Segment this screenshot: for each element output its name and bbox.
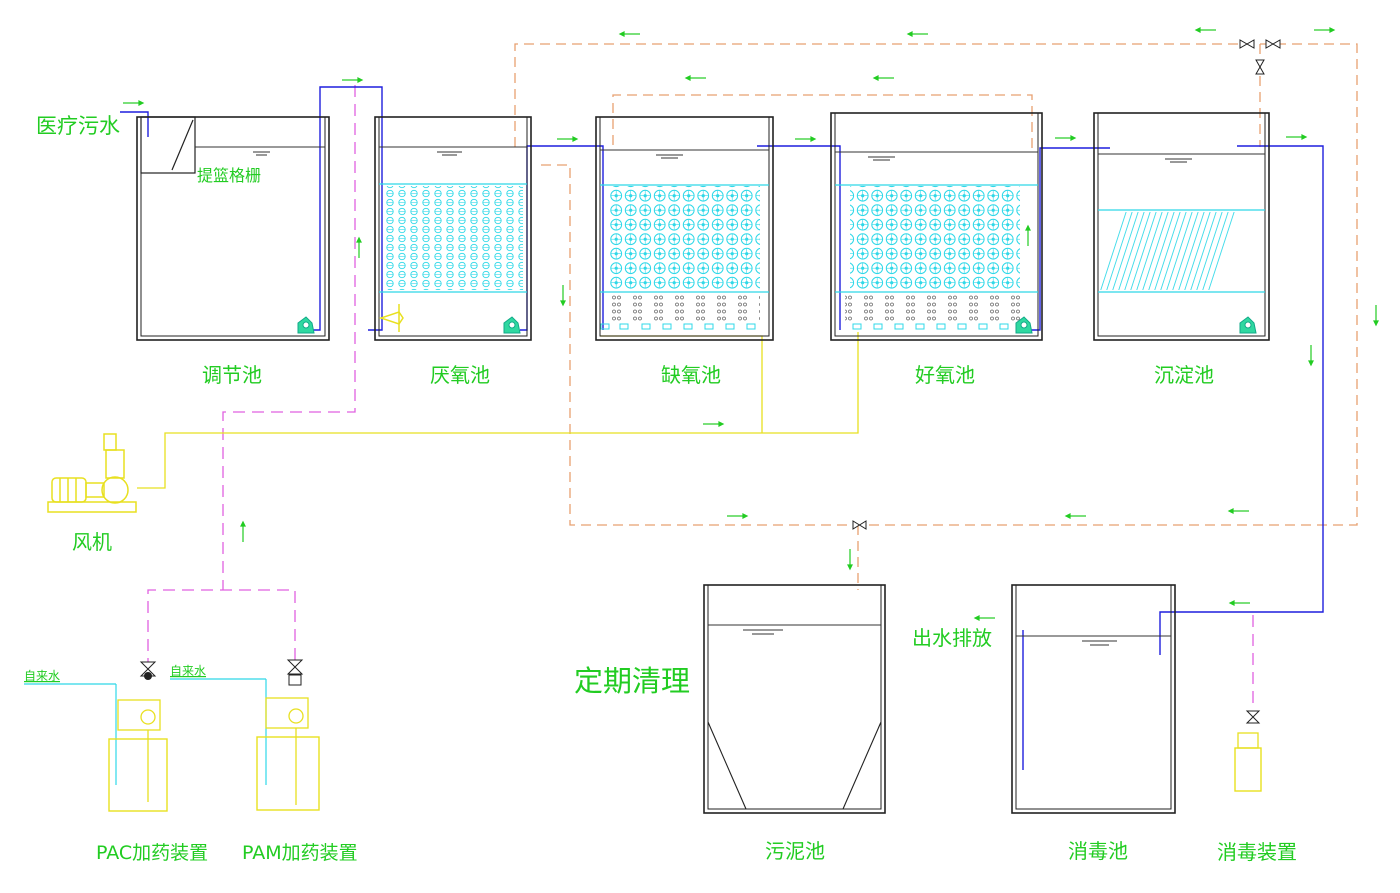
regulating-tank-label: 调节池 (202, 363, 262, 387)
sedimentation-tank-label: 沉淀池 (1154, 363, 1214, 387)
disinfection-device-icon (1234, 710, 1262, 792)
pam-dosing-label: PAM加药装置 (242, 842, 358, 864)
submersible-pump-icon (503, 316, 521, 334)
pam-dosing-device-icon (170, 659, 320, 811)
blower-icon (47, 433, 137, 513)
sedimentation-tank (1093, 112, 1270, 341)
anaerobic-tank (374, 116, 532, 341)
pac-dosing-device-icon (24, 661, 168, 812)
medical-sewage-label: 医疗污水 (36, 114, 120, 138)
mixer-icon (378, 304, 404, 332)
regulating-tank (136, 116, 330, 341)
periodic-cleaning-label: 定期清理 (574, 664, 690, 698)
disinfection-tank (1011, 584, 1176, 814)
tap-water-label-1: 自来水 (24, 669, 60, 683)
anoxic-tank-label: 缺氧池 (661, 363, 721, 387)
aerobic-tank (830, 112, 1043, 341)
basket-screen-label: 提篮格栅 (197, 166, 261, 185)
effluent-discharge-label: 出水排放 (912, 626, 992, 650)
valve-icons (852, 39, 1281, 530)
anoxic-tank (595, 116, 774, 341)
anaerobic-tank-label: 厌氧池 (430, 363, 490, 387)
blower-label: 风机 (72, 530, 112, 554)
pac-dosing-label: PAC加药装置 (96, 842, 208, 864)
submersible-pump-icon (1239, 316, 1257, 334)
submersible-pump-icon (297, 316, 315, 334)
flow-arrows (123, 27, 1379, 621)
chemical-dosing-lines (147, 85, 1254, 710)
sludge-tank-label: 污泥池 (765, 839, 825, 863)
tap-water-label-2: 自来水 (170, 664, 206, 678)
sludge-tank (703, 584, 886, 814)
air-supply-lines (137, 332, 859, 489)
aerobic-tank-label: 好氧池 (915, 363, 975, 387)
disinfection-device-label: 消毒装置 (1217, 840, 1297, 864)
submersible-pump-icon (1015, 316, 1033, 334)
disinfection-tank-label: 消毒池 (1068, 839, 1128, 863)
water-flow-pipes (120, 86, 1324, 770)
